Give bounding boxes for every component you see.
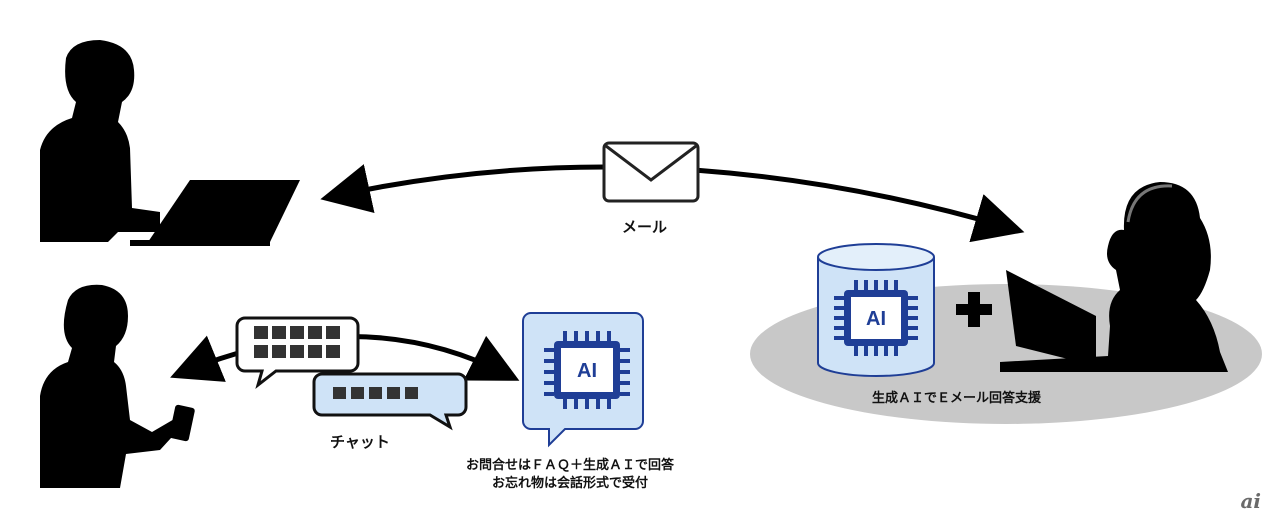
operator-silhouette: [1000, 182, 1228, 372]
envelope-icon: [602, 141, 700, 203]
reply-bubble-icon: [312, 372, 468, 431]
chat-bubble-icon: [235, 316, 360, 390]
mail-label: メール: [622, 218, 668, 236]
email-support-caption: 生成ＡＩでＥメール回答支援: [872, 391, 1042, 406]
faq-caption-line1: お問合せはＦＡＱ＋生成ＡＩで回答: [465, 458, 674, 473]
database-cylinder-icon: AI: [817, 243, 935, 377]
customer-laptop-silhouette: [40, 40, 300, 246]
faq-caption-line2: お忘れ物は会話形式で受付: [491, 476, 648, 491]
ai-chip-label: AI: [577, 360, 597, 382]
plus-icon: [956, 292, 992, 327]
db-ai-chip-label: AI: [866, 308, 886, 330]
logo-watermark: ai: [1240, 489, 1261, 513]
customer-phone-silhouette: [40, 284, 195, 488]
ai-chatbot-icon: AI: [522, 312, 644, 448]
faq-caption: お問合せはＦＡＱ＋生成ＡＩで回答 お忘れ物は会話形式で受付: [440, 457, 700, 493]
chat-label: チャット: [330, 433, 390, 451]
headset-icon: [1126, 184, 1173, 223]
